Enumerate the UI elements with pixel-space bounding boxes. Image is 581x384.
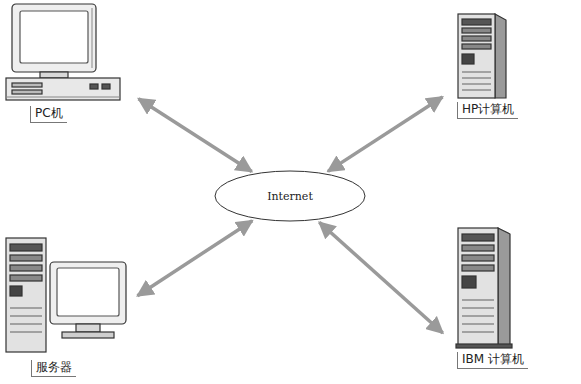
double-arrow bbox=[319, 222, 442, 333]
device-label: IBM 计算机 bbox=[457, 352, 528, 369]
network-label: Internet bbox=[267, 190, 313, 203]
ibm-tower-illustration bbox=[456, 228, 512, 348]
pc-illustration bbox=[6, 4, 120, 100]
double-arrow bbox=[328, 97, 443, 171]
server-illustration bbox=[6, 238, 126, 352]
ibm-node: IBM 计算机 bbox=[445, 224, 575, 370]
internet-ellipse: Internet bbox=[214, 170, 366, 222]
double-arrow bbox=[138, 221, 253, 296]
hp-node: HP计算机 bbox=[445, 8, 575, 120]
pc-node: PC机 bbox=[4, 2, 136, 124]
double-arrow bbox=[139, 99, 252, 172]
server-node: 服务器 bbox=[3, 234, 135, 378]
device-label: HP计算机 bbox=[457, 102, 518, 119]
device-label: 服务器 bbox=[31, 360, 76, 377]
hp-tower-illustration bbox=[458, 14, 506, 98]
device-label: PC机 bbox=[30, 106, 67, 123]
